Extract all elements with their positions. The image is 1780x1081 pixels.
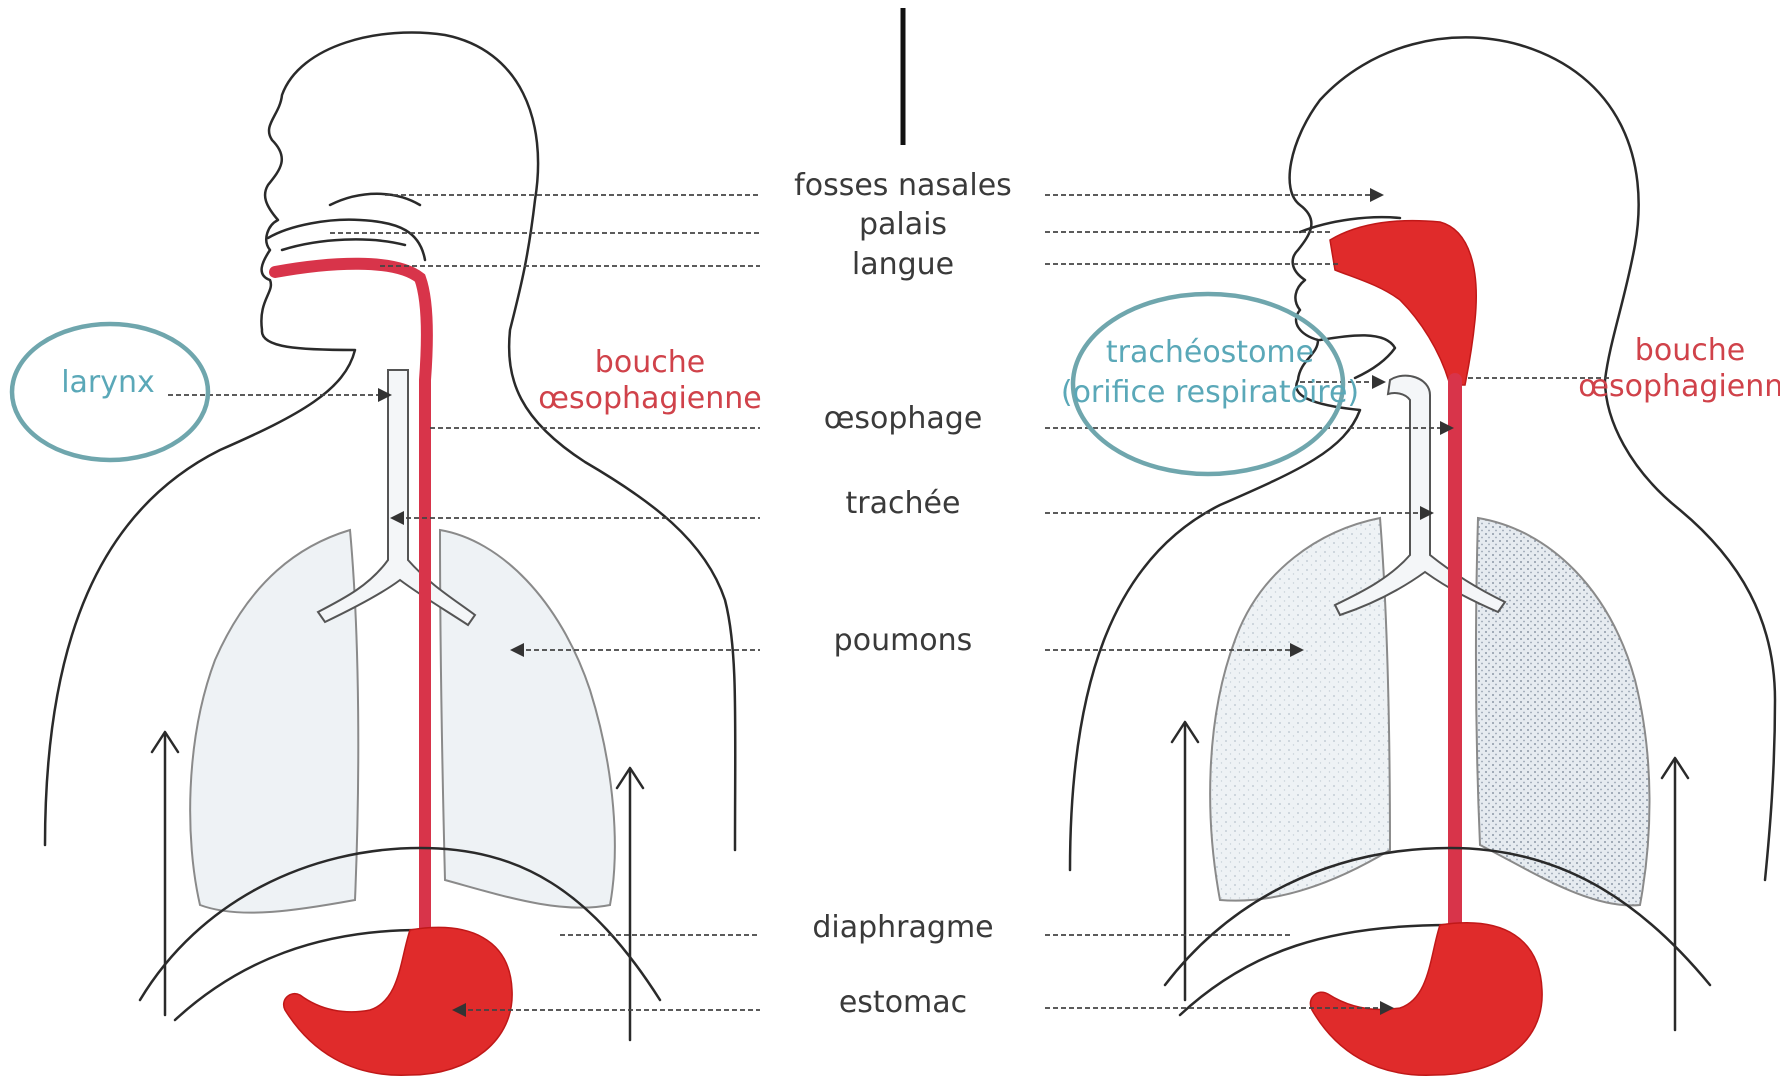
label-stomach: estomac xyxy=(839,985,967,1020)
stoma-pointer-arrow xyxy=(1372,375,1386,389)
label-esophagus: œsophage xyxy=(824,401,983,436)
right-leader-nasal-arrow xyxy=(1370,188,1384,202)
left-nasal-line xyxy=(330,194,420,205)
left-palate-line xyxy=(282,239,405,250)
tracheostome-label-line2: (orifice respiratoire) xyxy=(1061,375,1359,410)
left-figure: larynx bouche œsophagienne xyxy=(12,33,762,1076)
left-mouth-label-line1: bouche xyxy=(595,345,705,380)
label-trachea: trachée xyxy=(846,486,961,521)
larynx-label: larynx xyxy=(61,365,155,400)
center-label-column: fosses nasales palais langue œsophage tr… xyxy=(794,168,1012,1020)
right-mouth-label-line2: œsophagienne xyxy=(1578,369,1780,404)
left-mouth-label-line2: œsophagienne xyxy=(538,381,761,416)
label-nasal: fosses nasales xyxy=(794,168,1012,203)
right-oral-cavity xyxy=(1330,221,1476,385)
right-stomach xyxy=(1310,923,1542,1075)
right-lung-right-side xyxy=(1210,518,1390,901)
left-lung-right-side xyxy=(190,530,358,913)
left-stomach xyxy=(284,928,512,1076)
tracheostome-label-line1: trachéostome xyxy=(1106,335,1314,370)
right-neck-stoma-outline xyxy=(1320,335,1395,378)
right-figure: trachéostome (orifice respiratoire) bouc… xyxy=(1045,37,1780,1075)
label-tongue: langue xyxy=(852,247,954,282)
label-lungs: poumons xyxy=(834,623,973,658)
right-lung-left-side xyxy=(1476,518,1650,905)
label-palate: palais xyxy=(859,207,947,242)
label-diaphragm: diaphragme xyxy=(812,910,993,945)
right-mouth-label-line1: bouche xyxy=(1635,333,1745,368)
